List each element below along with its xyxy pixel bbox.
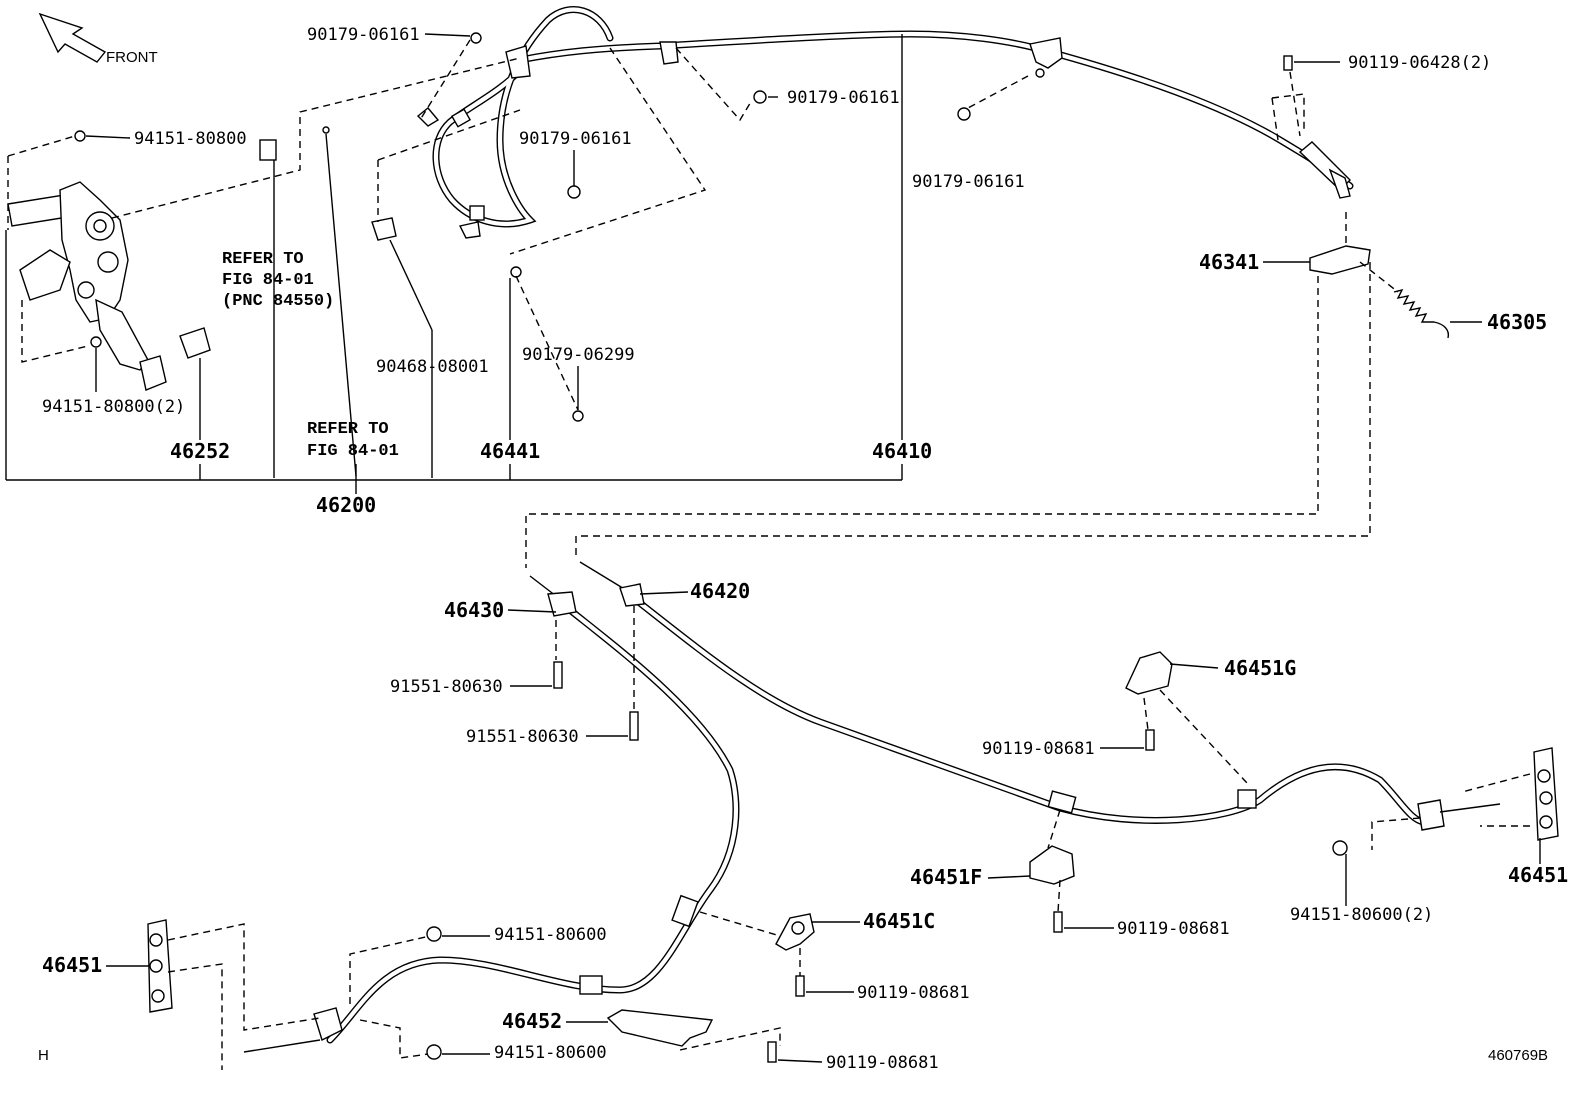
label-46451-left: 46451: [42, 953, 102, 977]
label-90179-06299: 90179-06299: [522, 345, 635, 365]
label-46430: 46430: [444, 598, 504, 622]
tension-spring-46305: [1393, 288, 1450, 339]
bracket-46451F: [1029, 845, 1075, 885]
label-90179-06161-d: 90179-06161: [912, 172, 1025, 192]
front-arrow-icon: [38, 12, 107, 63]
label-90468-08001: 90468-08001: [376, 357, 489, 377]
label-46252: 46252: [170, 439, 230, 463]
refer-note-1-line3: (PNC 84550): [222, 292, 334, 311]
equalizer-46341: [1309, 245, 1371, 275]
label-94151-80800-2: 94151-80800(2): [42, 397, 185, 417]
label-91551-80630-a: 91551-80630: [390, 677, 503, 697]
refer-note-1-line2: FIG 84-01: [222, 271, 314, 290]
label-46452: 46452: [502, 1009, 562, 1033]
label-46305: 46305: [1487, 310, 1547, 334]
refer-note-2-line1: REFER TO: [307, 420, 389, 439]
label-46451-right: 46451: [1508, 863, 1568, 887]
front-cable-46410: [516, 30, 1354, 199]
backing-plate-left-46451: [147, 919, 173, 1013]
refer-note-2-line2: FIG 84-01: [307, 442, 399, 461]
label-46451C: 46451C: [863, 909, 935, 933]
label-90119-08681-a: 90119-08681: [982, 739, 1095, 759]
label-46451F: 46451F: [910, 865, 982, 889]
label-94151-80600-b: 94151-80600: [494, 1043, 607, 1063]
leader-lines-lower: [106, 591, 1541, 1063]
label-46341: 46341: [1199, 250, 1259, 274]
label-90179-06161-c: 90179-06161: [519, 129, 632, 149]
rear-right-cable-46420: [579, 561, 1501, 831]
refer-note-1-line1: REFER TO: [222, 250, 304, 269]
label-46441: 46441: [480, 439, 540, 463]
label-46410: 46410: [872, 439, 932, 463]
bracket-46451G: [1125, 651, 1173, 695]
rear-left-cable-46430: [243, 575, 740, 1053]
label-46200: 46200: [316, 493, 376, 517]
leader-lines-upper: [5, 33, 1482, 494]
front-label: FRONT: [106, 49, 158, 66]
label-90119-06428: 90119-06428(2): [1348, 53, 1491, 73]
dashed-leaders-upper: [7, 39, 1399, 568]
parking-pedal-assembly: [7, 139, 397, 391]
bolt-icons-lower: [426, 661, 1348, 1063]
label-46420: 46420: [690, 579, 750, 603]
backing-plate-right-46451: [1533, 747, 1559, 841]
label-90119-08681-c: 90119-08681: [857, 983, 970, 1003]
clamp-46451C: [775, 913, 815, 951]
label-90119-08681-d: 90119-08681: [826, 1053, 939, 1073]
label-90179-06161-b: 90179-06161: [787, 88, 900, 108]
label-46451G: 46451G: [1224, 656, 1296, 680]
bracket-46452: [606, 1009, 714, 1047]
corner-mark: H: [38, 1047, 49, 1064]
label-90119-08681-b: 90119-08681: [1117, 919, 1230, 939]
label-91551-80630-b: 91551-80630: [466, 727, 579, 747]
label-94151-80600-a: 94151-80600: [494, 925, 607, 945]
figure-id: 460769B: [1488, 1047, 1548, 1064]
label-90179-06161-a: 90179-06161: [307, 25, 420, 45]
dashed-leaders-lower: [167, 606, 1531, 1070]
lever-cable-46441: [416, 6, 614, 239]
label-94151-80600-2: 94151-80600(2): [1290, 905, 1433, 925]
label-94151-80800: 94151-80800: [134, 129, 247, 149]
nut-icons-upper: [74, 32, 1293, 422]
